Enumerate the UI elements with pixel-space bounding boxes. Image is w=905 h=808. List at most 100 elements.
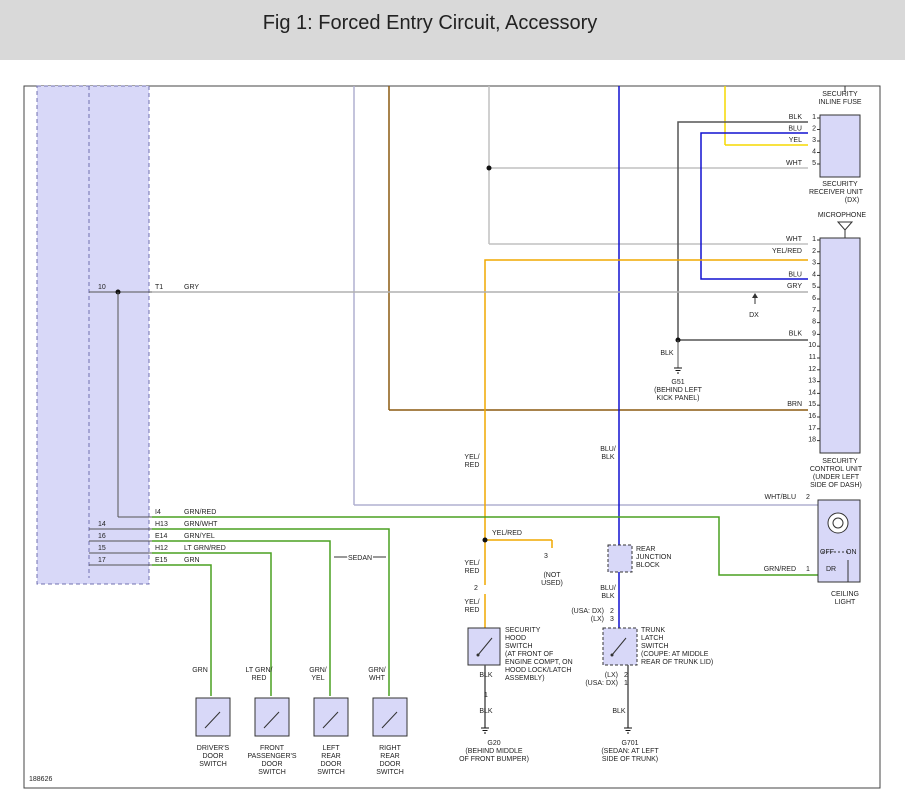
right-rear-door-switch bbox=[372, 697, 408, 737]
usa-dx-2-label: (USA: DX) bbox=[571, 608, 604, 615]
receiver-pin-number: 3 bbox=[812, 137, 816, 144]
pin2-trunk-label: 2 bbox=[610, 608, 614, 615]
not-used-label: (NOT USED) bbox=[541, 572, 563, 587]
svg-text:SWITCH: SWITCH bbox=[199, 761, 227, 768]
ceiling-dr-label: DR bbox=[826, 566, 836, 573]
svg-text:DOOR: DOOR bbox=[321, 761, 342, 768]
svg-text:SIDE OF DASH): SIDE OF DASH) bbox=[810, 482, 862, 489]
svg-text:SWITCH: SWITCH bbox=[317, 769, 345, 776]
ceiling-off-label: OFF bbox=[820, 549, 834, 556]
door3-label: LEFT REAR DOOR SWITCH bbox=[317, 745, 345, 776]
g51-label: G51 (BEHIND LEFT KICK PANEL) bbox=[654, 379, 703, 402]
control-pin-number: 18 bbox=[808, 437, 816, 444]
svg-text:FRONT: FRONT bbox=[260, 745, 285, 752]
svg-text:SWITCH: SWITCH bbox=[505, 643, 533, 650]
ground-g20-icon bbox=[481, 727, 489, 734]
wire-grn-yel bbox=[152, 540, 331, 696]
svg-text:SWITCH: SWITCH bbox=[258, 769, 286, 776]
pin2-trunk-b-label: 2 bbox=[624, 672, 628, 679]
left-module bbox=[36, 85, 150, 585]
svg-text:(BEHIND MIDDLE: (BEHIND MIDDLE bbox=[465, 748, 523, 755]
receiver-pin-number: 1 bbox=[812, 114, 816, 121]
lx-2-label: (LX) bbox=[605, 672, 618, 679]
svg-text:RED: RED bbox=[252, 675, 267, 682]
control-pin-wire: BLU bbox=[788, 271, 802, 278]
control-pin-wire: GRY bbox=[787, 283, 802, 290]
trunk-latch-switch bbox=[602, 627, 638, 666]
control-pin-number: 1 bbox=[812, 236, 816, 243]
svg-text:RED: RED bbox=[465, 607, 480, 614]
svg-text:(UNDER LEFT: (UNDER LEFT bbox=[813, 474, 860, 481]
blk-hood-label: BLK bbox=[479, 672, 493, 679]
svg-text:BLK: BLK bbox=[601, 454, 615, 461]
svg-text:DOOR: DOOR bbox=[380, 761, 401, 768]
control-pin-number: 13 bbox=[808, 378, 816, 385]
svg-text:RED: RED bbox=[465, 462, 480, 469]
g701-label: G701 (SEDAN: AT LEFT SIDE OF TRUNK) bbox=[601, 740, 659, 763]
g20-label: G20 (BEHIND MIDDLE OF FRONT BUMPER) bbox=[459, 740, 529, 763]
left-module-connector: H13 bbox=[155, 521, 168, 528]
svg-text:SECURITY: SECURITY bbox=[505, 627, 541, 634]
svg-text:(AT FRONT OF: (AT FRONT OF bbox=[505, 651, 553, 658]
left-module-wire: GRN bbox=[184, 557, 200, 564]
svg-text:USED): USED) bbox=[541, 580, 563, 587]
hood-switch bbox=[467, 627, 501, 666]
svg-text:SWITCH: SWITCH bbox=[376, 769, 404, 776]
control-pin-number: 12 bbox=[808, 366, 816, 373]
fuse-label: SECURITY INLINE FUSE bbox=[818, 91, 862, 106]
svg-text:HOOD LOCK/LATCH: HOOD LOCK/LATCH bbox=[505, 667, 571, 674]
blu-blk-vertical-label: BLU/ BLK bbox=[600, 446, 616, 461]
receiver-label: SECURITY RECEIVER UNIT (DX) bbox=[809, 181, 864, 204]
svg-text:BLK: BLK bbox=[601, 593, 615, 600]
svg-text:CEILING: CEILING bbox=[831, 591, 859, 598]
control-pin-number: 14 bbox=[808, 389, 816, 396]
left-module-connector: I4 bbox=[155, 509, 161, 516]
svg-text:LATCH: LATCH bbox=[641, 635, 663, 642]
door2-label: FRONT PASSENGER'S DOOR SWITCH bbox=[247, 745, 296, 776]
yel-red-hood2-label: YEL/ RED bbox=[464, 599, 479, 614]
control-pin-number: 15 bbox=[808, 401, 816, 408]
dx-arrowhead-icon bbox=[752, 293, 758, 298]
wire-grn-red bbox=[152, 516, 818, 576]
wire-lt-grn-red bbox=[152, 552, 272, 696]
receiver-pin-number: 5 bbox=[812, 160, 816, 167]
svg-text:KICK PANEL): KICK PANEL) bbox=[656, 395, 699, 402]
control-pin-number: 8 bbox=[812, 319, 816, 326]
control-label: SECURITY CONTROL UNIT (UNDER LEFT SIDE O… bbox=[810, 458, 863, 489]
control-pin-number: 7 bbox=[812, 307, 816, 314]
receiver-pin-wire: WHT bbox=[786, 160, 803, 167]
left-module-pin: 17 bbox=[98, 557, 106, 564]
left-module-wire: GRN/WHT bbox=[184, 521, 218, 528]
control-pin-number: 9 bbox=[812, 330, 816, 337]
left-module-pin: 16 bbox=[98, 533, 106, 540]
hood-switch-label: SECURITY HOOD SWITCH (AT FRONT OF ENGINE… bbox=[505, 627, 573, 682]
door-wire4-label: GRN/ WHT bbox=[368, 667, 386, 682]
rear-junction-label: REAR JUNCTION BLOCK bbox=[636, 546, 671, 569]
control-pin-number: 4 bbox=[812, 271, 816, 278]
svg-text:SWITCH: SWITCH bbox=[641, 643, 669, 650]
control-pin-number: 11 bbox=[809, 354, 816, 361]
svg-text:LT GRN/: LT GRN/ bbox=[246, 667, 273, 674]
receiver-pin-wire: BLU bbox=[788, 126, 802, 133]
control-pin-wire: WHT bbox=[786, 236, 803, 243]
svg-text:ENGINE COMPT, ON: ENGINE COMPT, ON bbox=[505, 659, 573, 666]
ceiling-light bbox=[817, 499, 861, 583]
wire-yel-red bbox=[484, 259, 808, 585]
trunk-switch-icon bbox=[610, 637, 627, 657]
svg-text:BLOCK: BLOCK bbox=[636, 562, 660, 569]
figure-id: 188626 bbox=[29, 776, 52, 783]
left-rear-door-switch bbox=[313, 697, 349, 737]
svg-text:TRUNK: TRUNK bbox=[641, 627, 665, 634]
yel-red-vertical-label: YEL/ RED bbox=[464, 454, 479, 469]
svg-text:SIDE OF TRUNK): SIDE OF TRUNK) bbox=[602, 756, 658, 763]
door-wire1-label: GRN bbox=[192, 667, 208, 674]
hood-switch-icon bbox=[476, 637, 493, 657]
svg-text:(BEHIND LEFT: (BEHIND LEFT bbox=[654, 387, 703, 394]
svg-text:BLU/: BLU/ bbox=[600, 446, 616, 453]
svg-text:GRN/: GRN/ bbox=[309, 667, 327, 674]
svg-text:INLINE FUSE: INLINE FUSE bbox=[818, 99, 862, 106]
svg-text:YEL/: YEL/ bbox=[464, 599, 479, 606]
ground-g701-icon bbox=[624, 727, 632, 734]
grn-red-ceiling-label: GRN/RED bbox=[764, 566, 796, 573]
blk-g20-label: BLK bbox=[479, 708, 493, 715]
